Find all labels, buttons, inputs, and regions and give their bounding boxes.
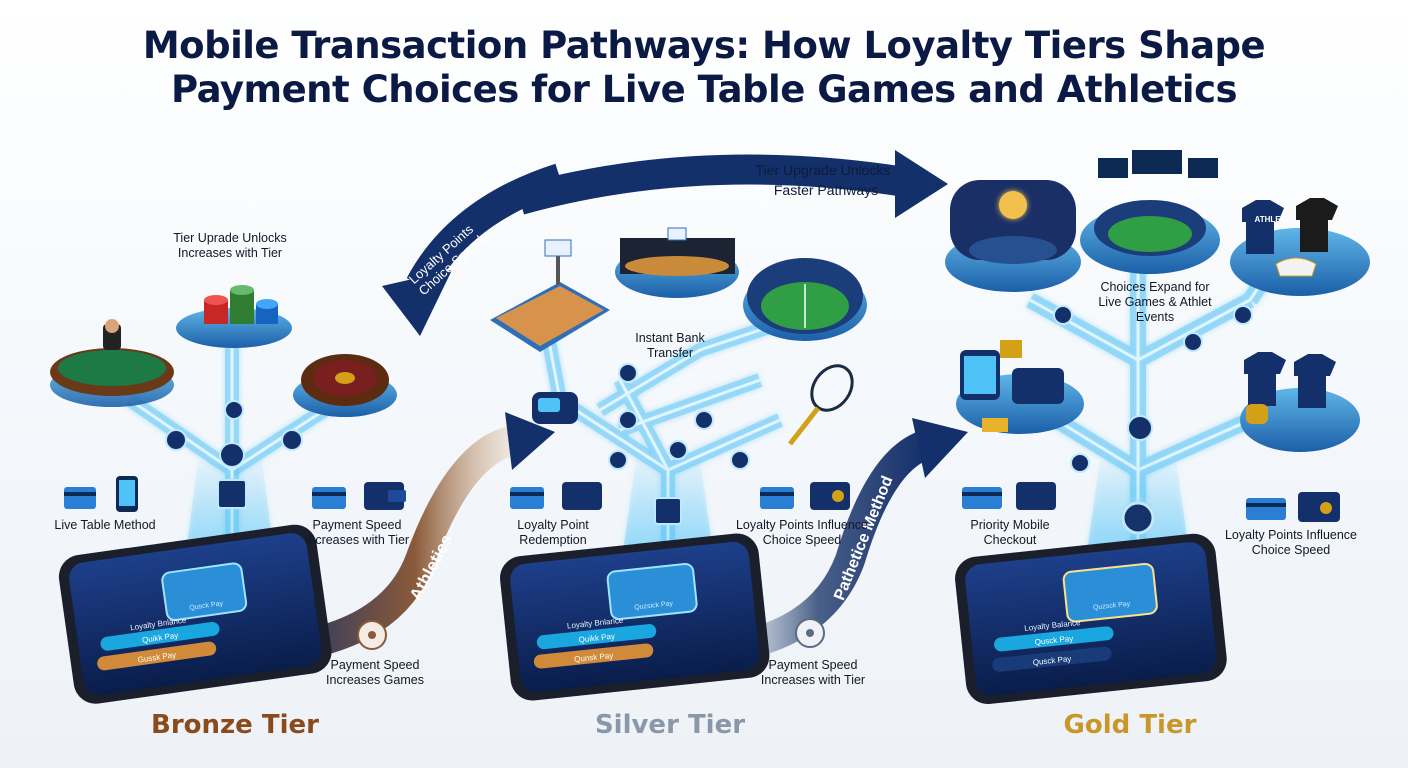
gold-expand-label: Choices Expand for Live Games & Athlet E…	[1085, 280, 1225, 325]
silver-bottom-signal-icon	[795, 618, 825, 648]
bronze-blackjack-table	[50, 319, 174, 407]
gold-phone-line2: Qusck Pay	[1034, 634, 1073, 647]
bronze-bottom-line2: Increases Games	[326, 673, 424, 687]
bronze-upgrade-line1: Tier Uprade Unlocks	[173, 231, 287, 245]
gold-stadium-screens	[1080, 150, 1220, 274]
silver-basketball-court	[490, 239, 610, 352]
silver-instant-line2: Transfer	[646, 346, 694, 360]
bronze-bottom-signal-icon	[357, 620, 387, 650]
gold-priority-label: Priority Mobile Checkout	[950, 518, 1070, 548]
silver-bottom-label: Payment Speed Increases with Tier	[748, 658, 878, 688]
silver-phone-scan: Quzsick Pay	[634, 600, 674, 611]
silver-tennis-racket-icon	[788, 364, 854, 446]
gold-tier-label: Gold Tier	[1063, 710, 1197, 740]
silver-phone	[500, 533, 770, 701]
silver-tier-label: Silver Tier	[594, 710, 746, 740]
gold-priority-line2: Checkout	[983, 533, 1037, 547]
top-upgrade-text-2: Faster Pathways	[774, 182, 878, 198]
silver-card-icon	[510, 482, 602, 510]
bronze-card-icon	[64, 476, 138, 512]
bronze-check-nodes	[165, 400, 303, 509]
silver-crowd-arena	[615, 227, 739, 298]
silver-vr-headset-icon	[532, 392, 578, 424]
gold-priority-line1: Priority Mobile	[970, 518, 1050, 532]
loyalty-speed-arrow	[382, 163, 565, 336]
bronze-bottom-line1: Payment Speed	[330, 658, 420, 672]
silver-redemption-line2: Redemption	[519, 533, 587, 547]
bronze-speed-label: Payment Speed Increases with Tier	[292, 518, 422, 548]
bronze-chip-stacks	[176, 285, 292, 348]
gold-casino-hall	[945, 180, 1081, 292]
silver-redemption-label: Loyalty Point Redemption	[493, 518, 613, 548]
silver-influence-line2: Choice Speed	[762, 533, 842, 547]
bronze-speed-line1: Payment Speed	[312, 518, 402, 532]
page-title: Mobile Transaction Pathways: How Loyalty…	[0, 24, 1408, 112]
gold-card-icon-left	[962, 482, 1056, 510]
gold-tablet-wallet	[956, 340, 1084, 434]
silver-redemption-line1: Loyalty Point	[517, 518, 589, 532]
silver-influence-label: Loyalty Points Influence Choice Speed	[722, 518, 882, 548]
gold-expand-line3: Events	[1135, 310, 1175, 324]
gold-expand-line1: Choices Expand for	[1100, 280, 1210, 294]
silver-influence-line1: Loyalty Points Influence	[735, 518, 869, 532]
gold-check-nodes	[1053, 305, 1253, 535]
silver-phone-line2: Quikk Pay	[578, 632, 615, 645]
silver-instant-label: Instant Bank Transfer	[610, 331, 730, 361]
silver-bottom-line2: Increases with Tier	[760, 673, 866, 687]
silver-check-nodes	[608, 363, 750, 525]
top-upgrade-text-1: Tier Upgrade Unlocks	[756, 162, 891, 178]
top-upgrade-arrow	[515, 150, 948, 218]
gold-expand-line2: Live Games & Athlet	[1098, 295, 1212, 309]
silver-stadium	[743, 258, 867, 341]
gold-phone-line3: Qusck Pay	[1032, 654, 1071, 667]
silver-instant-line1: Instant Bank	[635, 331, 705, 345]
silver-phone-line3: Qunsk Pay	[574, 651, 614, 664]
gold-influence-label: Loyalty Points Influence Choice Speed	[1211, 528, 1371, 558]
silver-bottom-line1: Payment Speed	[768, 658, 858, 672]
bronze-live-table-label: Live Table Method	[54, 518, 156, 532]
title-line-2: Payment Choices for Live Table Games and…	[170, 68, 1238, 111]
bronze-roulette	[293, 354, 397, 417]
gold-merch-jerseys-lower	[1240, 352, 1360, 452]
bronze-bottom-label: Payment Speed Increases Games	[310, 658, 440, 688]
title-line-1: Mobile Transaction Pathways: How Loyalty…	[142, 24, 1266, 67]
pathetice-arrow	[708, 418, 968, 665]
bronze-wallet-icon	[312, 482, 406, 510]
bronze-phone-scan: Qusck Pay	[189, 600, 224, 612]
gold-merch-jerseys	[1230, 198, 1370, 296]
bronze-speed-line2: Increases with Tier	[304, 533, 410, 547]
gold-influence-line2: Choice Speed	[1251, 543, 1331, 557]
gold-jersey-text: ATHLET	[1255, 215, 1286, 224]
bronze-upgrade-label: Tier Uprade Unlocks Increases with Tier	[150, 231, 310, 261]
bronze-upgrade-line2: Increases with Tier	[177, 246, 283, 260]
bronze-tier-label: Bronze Tier	[151, 710, 319, 740]
gold-card-icon-right	[1246, 492, 1340, 522]
bronze-phone	[58, 524, 332, 704]
gold-phone	[955, 533, 1227, 705]
gold-influence-line1: Loyalty Points Influence	[1224, 528, 1358, 542]
gold-phone-scan: Quzsck Pay	[1093, 601, 1131, 612]
silver-wallet-icon	[760, 482, 850, 510]
